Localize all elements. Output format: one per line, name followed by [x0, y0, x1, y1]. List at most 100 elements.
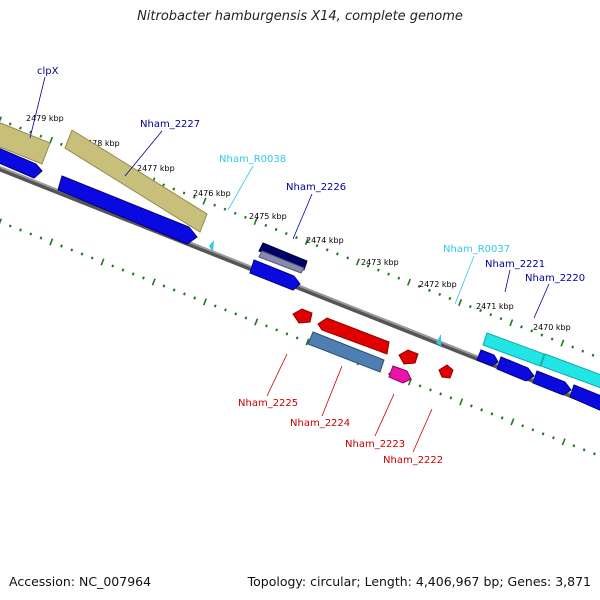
tick-label: 2470 kbp	[533, 323, 571, 332]
ring-tick	[254, 318, 259, 326]
gene-label-nham-2227[interactable]: Nham_2227	[140, 119, 200, 130]
ring-tick	[417, 284, 421, 288]
ring-tick	[469, 404, 473, 408]
tick-label: 2471 kbp	[476, 302, 514, 311]
gene-arrow[interactable]	[532, 370, 572, 396]
gene-arrow[interactable]	[569, 384, 600, 412]
ring-tick	[100, 258, 105, 266]
tick-label: 2479 kbp	[26, 114, 64, 123]
ring-tick	[387, 272, 390, 276]
rna-marker[interactable]	[209, 240, 214, 252]
gene-arrow[interactable]	[292, 308, 313, 324]
ring-tick	[561, 438, 566, 446]
gene-arrow[interactable]	[398, 349, 419, 365]
ring-tick	[243, 215, 247, 219]
ring-tick	[346, 256, 350, 260]
gene-label-clpx[interactable]: clpX	[37, 66, 59, 77]
ring-tick	[182, 191, 186, 195]
ring-tick	[305, 338, 310, 346]
ring-tick	[213, 203, 217, 207]
tick-label: 2476 kbp	[193, 189, 231, 198]
gene-arrow[interactable]	[317, 317, 390, 355]
ring-tick	[224, 308, 227, 312]
tick-label: 2477 kbp	[137, 164, 175, 173]
ring-tick	[406, 278, 412, 286]
ring-tick	[39, 236, 43, 240]
ring-tick	[70, 248, 74, 252]
ring-tick	[0, 218, 3, 225]
ring-tick	[458, 299, 463, 307]
ring-tick	[335, 252, 339, 256]
gene-label-nham-2221[interactable]: Nham_2221	[485, 259, 545, 270]
ring-tick	[192, 195, 196, 199]
ring-tick	[80, 252, 84, 256]
gene-arrow[interactable]	[496, 356, 535, 382]
ring-tick	[131, 272, 135, 276]
ring-tick	[530, 329, 534, 333]
gene-label-nham-2220[interactable]: Nham_2220	[525, 273, 585, 284]
ring-tick	[111, 264, 115, 268]
ring-tick	[520, 325, 523, 329]
ring-tick	[0, 116, 3, 123]
gene-label-nham-2225[interactable]: Nham_2225	[238, 398, 298, 409]
gene-arrow[interactable]	[258, 242, 308, 271]
ring-tick	[325, 248, 329, 252]
rna-marker[interactable]	[436, 334, 441, 346]
forward-genes	[0, 147, 600, 412]
ring-tick	[479, 309, 483, 313]
gene-label-nham-2226[interactable]: Nham_2226	[286, 182, 346, 193]
cds-bar[interactable]	[540, 353, 600, 389]
reverse-genes	[292, 308, 454, 384]
cds-bar[interactable]	[64, 129, 208, 233]
leader-lines	[29, 76, 550, 453]
gene-arrow[interactable]	[307, 331, 385, 373]
khaki-cds-group	[0, 122, 208, 233]
ring-tick	[521, 424, 525, 428]
ring-tick	[8, 122, 12, 126]
cds-bar[interactable]	[0, 122, 51, 165]
ring-tick	[39, 134, 43, 138]
gene-arrow[interactable]	[249, 259, 301, 291]
ring-tick	[531, 428, 535, 432]
gene-label-nham-r0037[interactable]: Nham_R0037	[443, 244, 510, 255]
ring-tick	[571, 345, 575, 349]
gene-arrow[interactable]	[438, 364, 454, 379]
genome-summary-text: Topology: circular; Length: 4,406,967 bp…	[247, 574, 591, 589]
ring-tick	[285, 332, 289, 336]
ring-tick	[223, 207, 227, 211]
gene-label-nham-2222[interactable]: Nham_2222	[383, 455, 443, 466]
cyan-cds-group	[482, 332, 600, 389]
gene-arrow[interactable]	[0, 147, 43, 179]
ring-tick	[468, 305, 472, 309]
ring-tick	[429, 388, 432, 392]
tick-label: 2472 kbp	[419, 280, 457, 289]
ring-tick	[592, 452, 596, 456]
ring-tick	[560, 339, 565, 347]
gene-label-nham-2224[interactable]: Nham_2224	[290, 418, 350, 429]
gene-label-nham-r0038[interactable]: Nham_R0038	[219, 154, 286, 165]
ring-tick	[213, 304, 217, 308]
ring-tick	[264, 223, 268, 228]
ring-tick	[193, 296, 197, 300]
ring-tick	[541, 432, 545, 436]
ring-tick	[388, 372, 391, 376]
ring-tick	[448, 296, 452, 301]
ring-tick	[510, 418, 515, 426]
ring-tick	[172, 187, 176, 191]
ring-tick	[49, 136, 54, 144]
ring-tick	[449, 396, 453, 400]
ring-tick	[233, 211, 237, 215]
ring-tick	[274, 227, 278, 232]
gene-arrow[interactable]	[476, 349, 499, 367]
ring-tick	[29, 130, 33, 134]
ring-tick	[284, 232, 288, 236]
ring-tick	[19, 228, 22, 232]
gene-label-nham-2223[interactable]: Nham_2223	[345, 439, 405, 450]
ring-tick	[142, 276, 145, 280]
cds-bar[interactable]	[482, 332, 545, 367]
tick-label: 2478 kbp	[82, 139, 120, 148]
gene-arrow[interactable]	[57, 175, 198, 245]
ring-tick	[202, 298, 207, 306]
gene-arrow[interactable]	[388, 365, 412, 384]
